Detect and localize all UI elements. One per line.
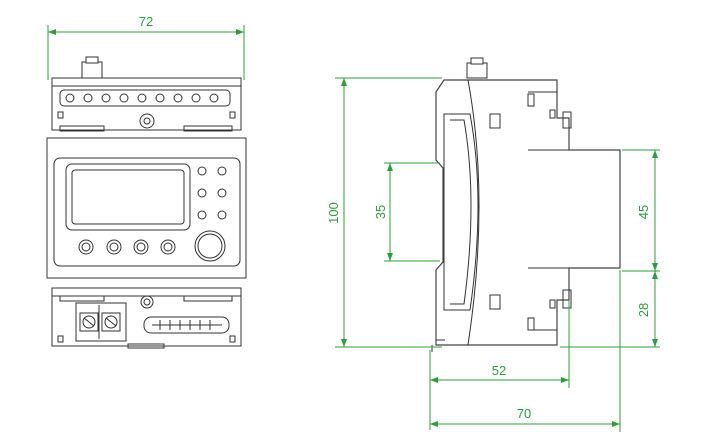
top-terminal-strip xyxy=(59,89,231,107)
display-window xyxy=(65,163,191,231)
front-view xyxy=(46,56,247,349)
side-view xyxy=(431,57,621,352)
dimension-height xyxy=(335,77,442,348)
dimension-rail-width-label: 35 xyxy=(373,205,388,219)
dimension-upper-offset-label: 45 xyxy=(636,205,651,219)
indicator-leds xyxy=(197,166,227,220)
dimension-right-offsets xyxy=(560,149,660,348)
dimension-depth-mid-label: 52 xyxy=(492,363,506,378)
dimension-height-label: 100 xyxy=(326,202,341,224)
dimension-lower-offset-label: 28 xyxy=(636,303,651,317)
dimension-depth-total-label: 70 xyxy=(517,406,531,421)
dimension-front-width-label: 72 xyxy=(139,14,153,29)
dimension-depth-mid xyxy=(429,300,570,430)
dimension-rail-width xyxy=(384,162,440,262)
front-buttons xyxy=(78,230,226,262)
dimension-depth-total xyxy=(430,270,621,432)
dimension-front-width xyxy=(47,25,245,80)
bottom-terminal-block xyxy=(75,302,127,342)
